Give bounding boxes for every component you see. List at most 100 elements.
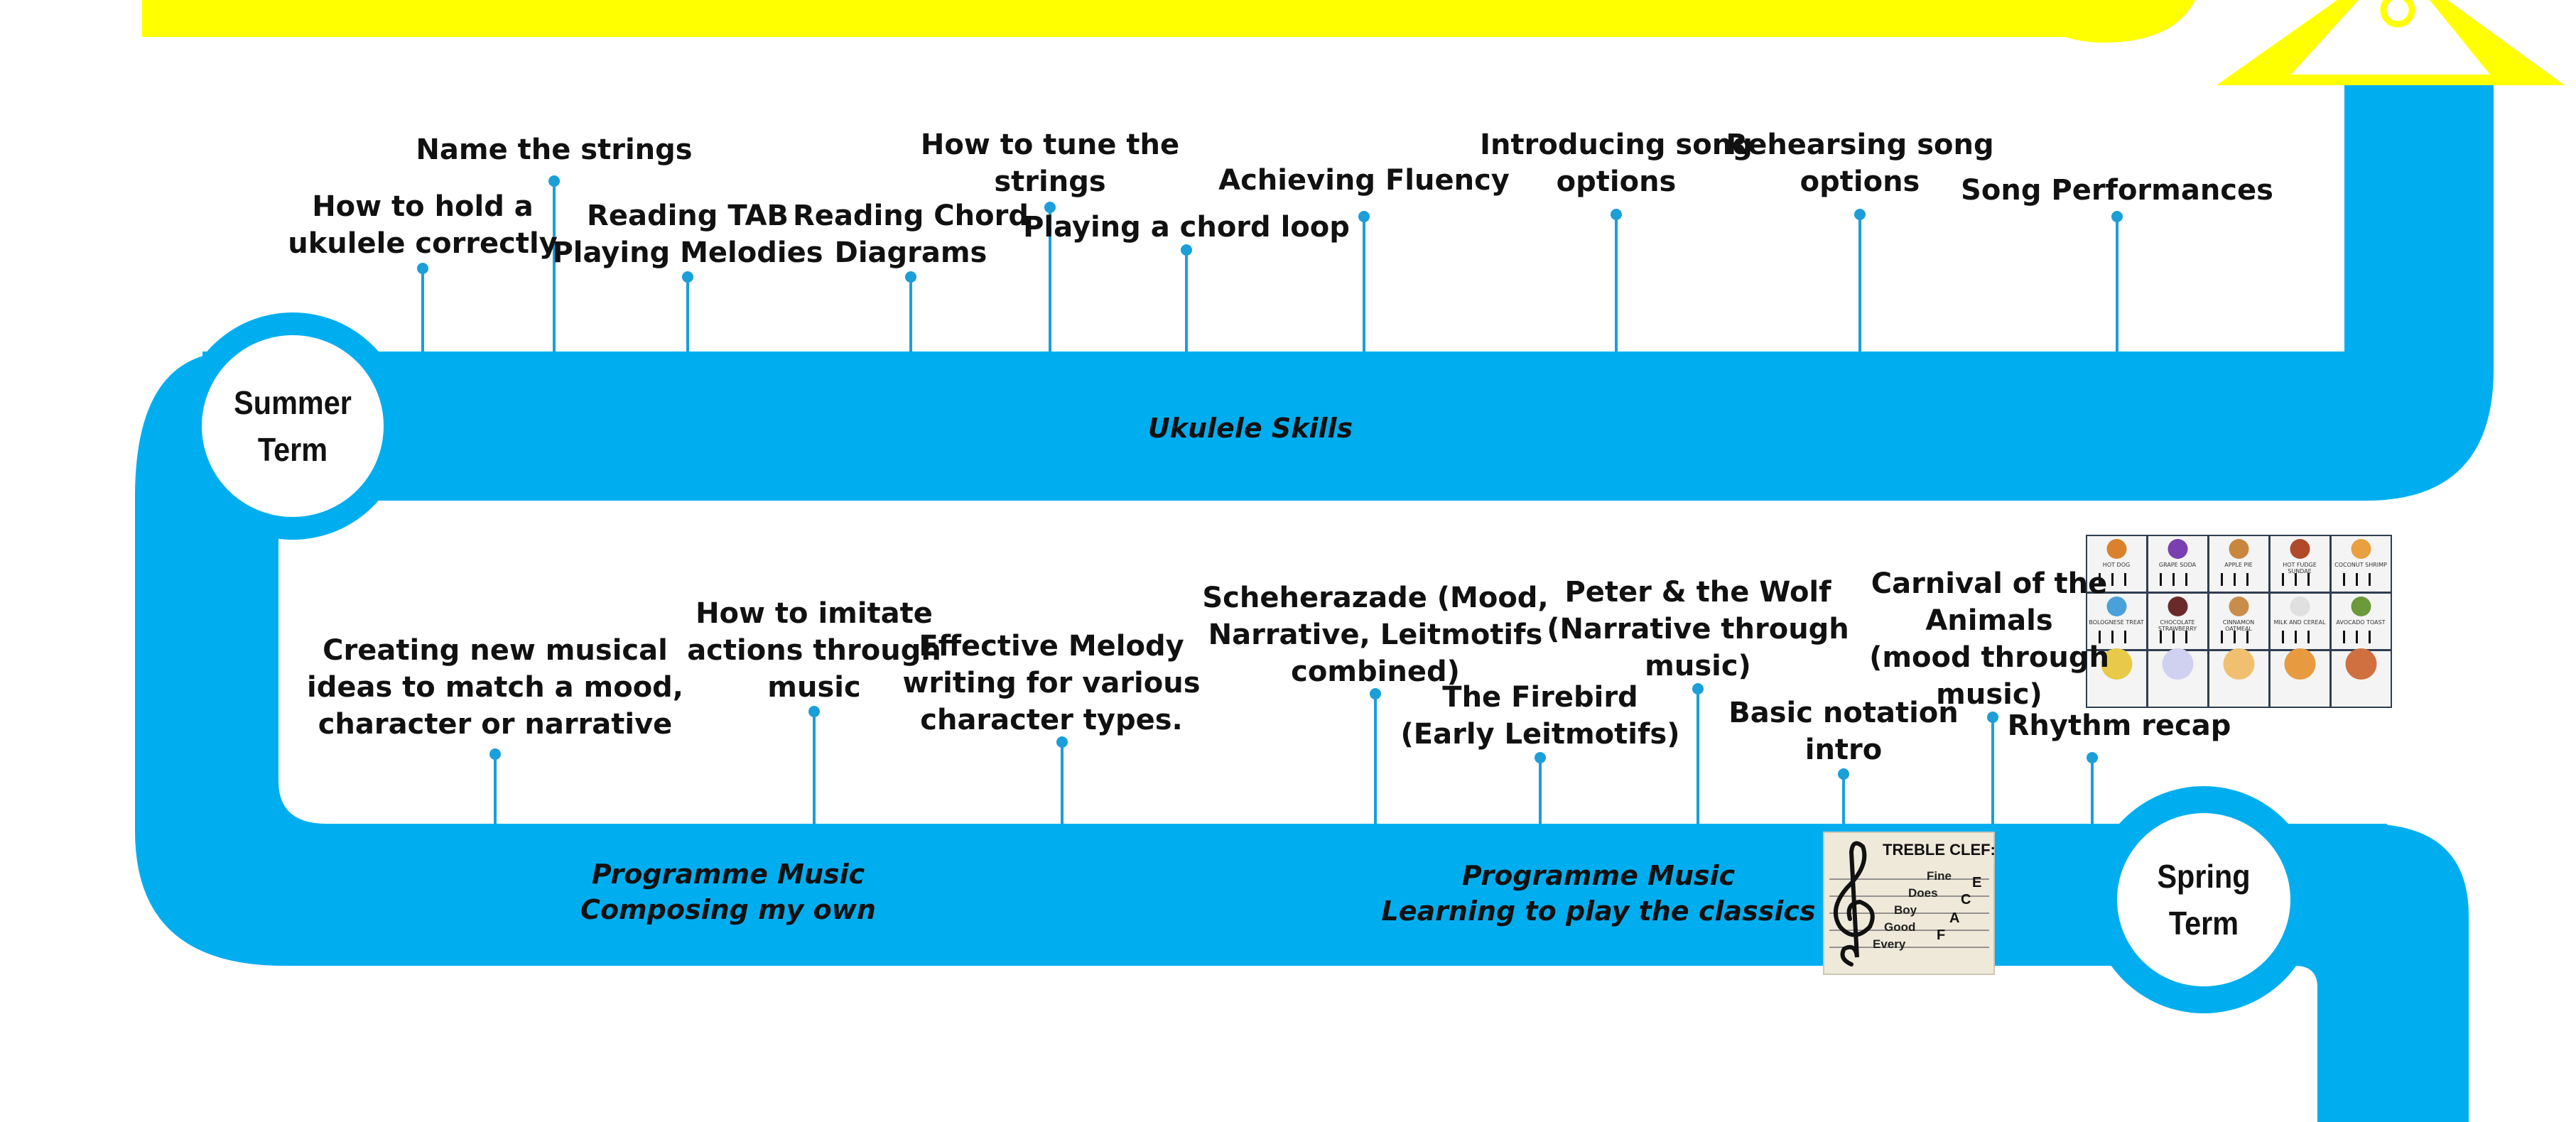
- rhythm-card-caption: CINNAMON OATMEAL: [2222, 619, 2255, 632]
- food-icon: [2168, 539, 2188, 559]
- banner-strip: [142, 0, 2074, 37]
- warning-dot-icon: [2380, 0, 2415, 28]
- spring-milestone-7-dot: [1838, 768, 1849, 780]
- rhythm-note-icon: [2172, 573, 2175, 586]
- clef-word-does: Does: [1908, 886, 1938, 900]
- summer-milestone-label-6: Playing a chord loop: [1023, 211, 1350, 244]
- rhythm-note-icon: [2099, 631, 2101, 643]
- summer-milestone-label-4: Reading Chord Diagrams: [793, 200, 1029, 269]
- rhythm-note-icon: [2282, 631, 2284, 643]
- rhythm-note-icon: [2343, 631, 2345, 643]
- spring-milestone-label-4: Scheherazade (Mood, Narrative, Leitmotif…: [1202, 582, 1549, 688]
- treble-clef-image: [1823, 832, 1995, 975]
- spring-milestone-label-9: Rhythm recap: [2007, 709, 2231, 742]
- rhythm-card-caption: CHOCOLATE STRAWBERRY: [2158, 619, 2197, 632]
- milestone-stems: [417, 175, 2123, 824]
- rhythm-note-icon: [2369, 573, 2371, 586]
- food-icon: [2345, 648, 2377, 680]
- spring-milestone-9-dot: [2087, 752, 2098, 763]
- clef-note-f: F: [1937, 927, 1946, 943]
- rhythm-card-caption: APPLE PIE: [2224, 562, 2253, 568]
- rhythm-note-icon: [2111, 573, 2114, 586]
- spring-milestone-label-5: The Firebird (Early Leitmotifs): [1400, 681, 1680, 751]
- summer-milestone-5-dot: [1044, 202, 1056, 213]
- spring-milestone-label-3: Effective Melody writing for various cha…: [902, 630, 1201, 736]
- summer-milestone-4-dot: [905, 271, 916, 283]
- summer-milestone-1-dot: [417, 263, 428, 274]
- rhythm-note-icon: [2282, 573, 2284, 586]
- rhythm-note-icon: [2234, 573, 2236, 586]
- summer-band: [202, 352, 2344, 501]
- summer-milestone-label-9: Rehearsing song options: [1726, 129, 1994, 198]
- summer-milestone-3-dot: [682, 271, 693, 283]
- summer-milestone-2-dot: [548, 175, 560, 187]
- rhythm-card-caption: GRAPE SODA: [2158, 562, 2197, 568]
- clef-word-good: Good: [1884, 920, 1916, 934]
- food-icon: [2290, 597, 2310, 616]
- summer-milestone-label-2: Name the strings: [416, 134, 693, 166]
- rhythm-note-icon: [2307, 631, 2310, 643]
- rhythm-card-caption: MILK AND CEREAL: [2273, 619, 2326, 626]
- spring-milestone-label-1: Creating new musical ideas to match a mo…: [306, 634, 684, 741]
- right-vertical: [2344, 85, 2494, 355]
- spring-milestone-1-dot: [489, 748, 501, 760]
- food-icon: [2351, 597, 2371, 616]
- spring-milestone-3-dot: [1056, 736, 1068, 748]
- rhythm-note-icon: [2295, 631, 2297, 643]
- classics-band-label: Programme Music Learning to play the cla…: [1381, 860, 1816, 927]
- spring-term-label: Spring Term: [2157, 858, 2251, 942]
- rhythm-card-caption: BOLOGNESE TREAT: [2089, 619, 2144, 626]
- clef-note-e: E: [1972, 875, 1982, 890]
- rhythm-note-icon: [2185, 573, 2187, 586]
- clef-word-boy: Boy: [1894, 903, 1917, 917]
- summer-circle: [202, 335, 384, 517]
- food-icon: [2223, 648, 2255, 680]
- rhythm-note-icon: [2160, 573, 2162, 586]
- food-icon: [2101, 648, 2133, 680]
- food-icon: [2168, 597, 2188, 616]
- banner-curl: [2018, 0, 2195, 43]
- food-icon: [2290, 539, 2310, 559]
- spring-milestone-label-8: Carnival of the Animals (mood through mu…: [1869, 567, 2109, 711]
- food-icon: [2351, 539, 2371, 559]
- summer-milestone-7-dot: [1358, 211, 1370, 222]
- summer-milestone-label-1: How to hold a ukulele correctly: [288, 190, 558, 260]
- rhythm-card-caption: COCONUT SHRIMP: [2334, 562, 2387, 568]
- summer-term-label: Summer Term: [234, 384, 352, 468]
- rhythm-note-icon: [2124, 573, 2126, 586]
- spring-milestone-label-6: Peter & the Wolf (Narrative through musi…: [1547, 576, 1849, 682]
- spring-band: [398, 824, 2387, 966]
- rhythm-note-icon: [2172, 631, 2175, 643]
- food-icon: [2106, 597, 2127, 616]
- summer-milestone-label-10: Song Performances: [1961, 174, 2273, 207]
- rhythm-card-caption: HOT FUDGE SUNDAE: [2283, 562, 2317, 574]
- spring-milestone-label-2: How to imitate actions through music: [687, 597, 941, 704]
- rhythm-note-icon: [2246, 631, 2248, 643]
- summer-milestone-8-dot: [1611, 209, 1622, 220]
- rhythm-note-icon: [2160, 631, 2162, 643]
- summer-milestone-6-dot: [1181, 244, 1192, 256]
- rhythm-note-icon: [2234, 631, 2236, 643]
- summer-milestone-label-8: Introducing song options: [1480, 129, 1753, 198]
- summer-milestone-9-dot: [1854, 209, 1866, 220]
- food-icon: [2229, 539, 2249, 559]
- clef-note-a: A: [1949, 910, 1960, 926]
- composing-band-label: Programme Music Composing my own: [580, 859, 876, 925]
- spring-milestone-6-dot: [1692, 683, 1704, 695]
- summer-milestone-label-5: How to tune the strings: [920, 129, 1180, 198]
- spring-circle: [2117, 813, 2290, 986]
- rhythm-card-caption: AVOCADO TOAST: [2336, 619, 2386, 626]
- warning-triangle-inner: [2291, 0, 2490, 75]
- rhythm-note-icon: [2369, 631, 2371, 643]
- rhythm-note-icon: [2356, 631, 2358, 643]
- rhythm-note-icon: [2185, 631, 2187, 643]
- food-icon: [2284, 648, 2316, 680]
- clef-title: TREBLE CLEF:: [1883, 841, 1996, 859]
- rhythm-note-icon: [2221, 631, 2223, 643]
- rhythm-note-icon: [2356, 573, 2358, 586]
- rhythm-note-icon: [2221, 573, 2223, 586]
- clef-note-c: C: [1961, 892, 1971, 908]
- summer-milestone-label-7: Achieving Fluency: [1218, 164, 1510, 197]
- summer-milestone-label-3: Reading TAB Playing Melodies: [552, 200, 823, 269]
